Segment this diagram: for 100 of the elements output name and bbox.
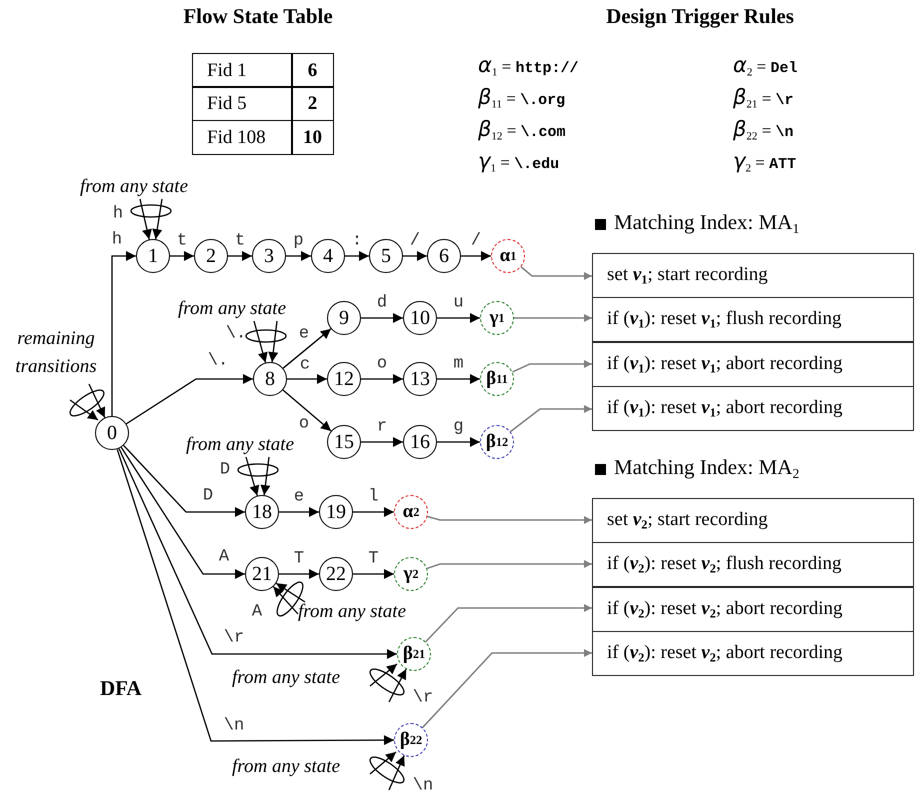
transition-arrow: [403, 251, 427, 261]
edge-label: \n: [412, 776, 434, 791]
state-circle: 22: [319, 557, 353, 591]
rule-definition: γ$_{1}$ = \.edu: [478, 149, 560, 173]
connector-arrow: [426, 560, 592, 570]
edge-label: \n: [224, 716, 244, 736]
state-circle: 0: [95, 416, 129, 450]
state-circle: 9: [327, 301, 361, 335]
state-circle: 15: [327, 425, 361, 459]
edge-label: A: [218, 548, 230, 566]
edge-label: c: [300, 356, 310, 374]
edge-label: A: [252, 602, 262, 622]
edge-label: T: [294, 550, 304, 568]
section-heading: Matching Index: MA$_{1}$: [614, 210, 800, 235]
transition-arrow: [361, 437, 403, 447]
transition-arrow: [437, 437, 480, 447]
connector-arrow: [510, 405, 592, 432]
transition-arrow: [111, 251, 136, 416]
state-circle: 2: [194, 239, 228, 273]
annotation-text: from any state: [232, 667, 340, 689]
annotation-text: from any state: [298, 601, 406, 623]
section-heading: Matching Index: MA$_{2}$: [614, 455, 800, 480]
edge-label: :: [352, 232, 362, 250]
table-cell: Fid 1: [192, 53, 293, 88]
edge-label: p: [293, 232, 304, 250]
action-row: if (v$_{1}$): reset v$_{1}$; abort recording: [592, 342, 914, 387]
rule-definition: β$_{12}$ = \.com: [478, 117, 566, 141]
transition-arrow: [353, 507, 394, 517]
edge-label: t: [234, 232, 246, 250]
transition-arrow: [388, 668, 407, 702]
table-cell: 6: [291, 53, 334, 88]
rule-definition: α$_{1}$ = http://: [478, 53, 578, 77]
table-cell: Fid 5: [192, 86, 293, 121]
annotation-text: from any state: [80, 176, 188, 198]
transition-arrow: [139, 198, 152, 240]
transition-arrow: [228, 251, 252, 261]
transition-arrow: [361, 313, 403, 323]
edge-label: T: [368, 550, 379, 568]
transition-arrow: [286, 251, 311, 261]
state-circle: 13: [403, 362, 437, 396]
action-row: set v$_{2}$; start recording: [592, 498, 914, 543]
transition-arrow: [287, 374, 327, 384]
transition-arrow: [361, 374, 403, 384]
table-title: Flow State Table: [182, 4, 334, 29]
transition-arrow: [282, 390, 332, 432]
transition-arrow: [88, 384, 106, 418]
transition-arrow: [437, 374, 480, 384]
transition-arrow: [116, 448, 394, 746]
annotation-text: from any state: [186, 434, 294, 456]
diagram-label: DFA: [100, 676, 142, 701]
edge-label: \.: [208, 352, 228, 370]
connector-arrow: [520, 266, 592, 280]
transition-arrow: [461, 251, 491, 261]
edge-label: D: [220, 460, 230, 480]
transition-arrow: [272, 586, 298, 614]
edge-label: \r: [412, 688, 434, 708]
rule-definition: β$_{22}$ = \n: [733, 117, 794, 141]
rule-definition: β$_{21}$ = \r: [733, 85, 794, 109]
transition-arrow: [170, 251, 194, 261]
state-circle: 12: [327, 362, 361, 396]
connector-arrow: [512, 360, 592, 373]
state-circle: 16: [403, 425, 437, 459]
connector-arrow: [427, 516, 592, 524]
state-circle: 10: [403, 301, 437, 335]
edge-label: \.: [226, 324, 246, 344]
edge-label: g: [453, 418, 464, 436]
transition-arrow: [152, 198, 163, 240]
action-row: if (v$_{2}$): reset v$_{2}$; abort recording: [592, 631, 914, 676]
connector-arrow: [425, 604, 592, 642]
edge-label: /: [470, 232, 482, 250]
transition-arrow: [123, 444, 245, 517]
edge-label: e: [298, 324, 310, 344]
state-circle: 18: [245, 495, 279, 529]
edge-label: t: [176, 232, 188, 250]
edge-label: o: [376, 354, 388, 374]
rule-definition: α$_{2}$ = Del: [733, 53, 798, 77]
rules-title: Design Trigger Rules: [605, 4, 795, 29]
action-row: if (v$_{2}$): reset v$_{2}$; flush recording: [592, 542, 914, 587]
edge-label: D: [202, 486, 214, 506]
rule-definition: β$_{11}$ = \.org: [478, 85, 566, 109]
state-circle: 21: [245, 557, 279, 591]
action-row: set v$_{1}$; start recording: [592, 253, 914, 298]
state-circle: 19: [319, 495, 353, 529]
table-cell: 2: [291, 86, 334, 121]
edge-label: o: [298, 414, 310, 434]
edge-label: \r: [224, 628, 244, 648]
state-circle: 5: [369, 239, 403, 273]
edge-label: d: [376, 294, 388, 312]
rule-definition: γ$_{2}$ = ATT: [733, 149, 796, 173]
annotation-text: from any state: [178, 298, 286, 320]
edge-label: h: [112, 230, 122, 250]
edge-label: m: [453, 354, 464, 374]
transition-arrow: [120, 446, 245, 579]
table-cell: Fid 108: [192, 120, 293, 155]
transition-arrow: [353, 569, 394, 579]
edge-label: u: [453, 294, 464, 312]
state-circle: 6: [427, 239, 461, 273]
state-circle: 4: [311, 239, 345, 273]
edge-label: h: [112, 204, 124, 224]
transition-arrow: [126, 374, 253, 424]
